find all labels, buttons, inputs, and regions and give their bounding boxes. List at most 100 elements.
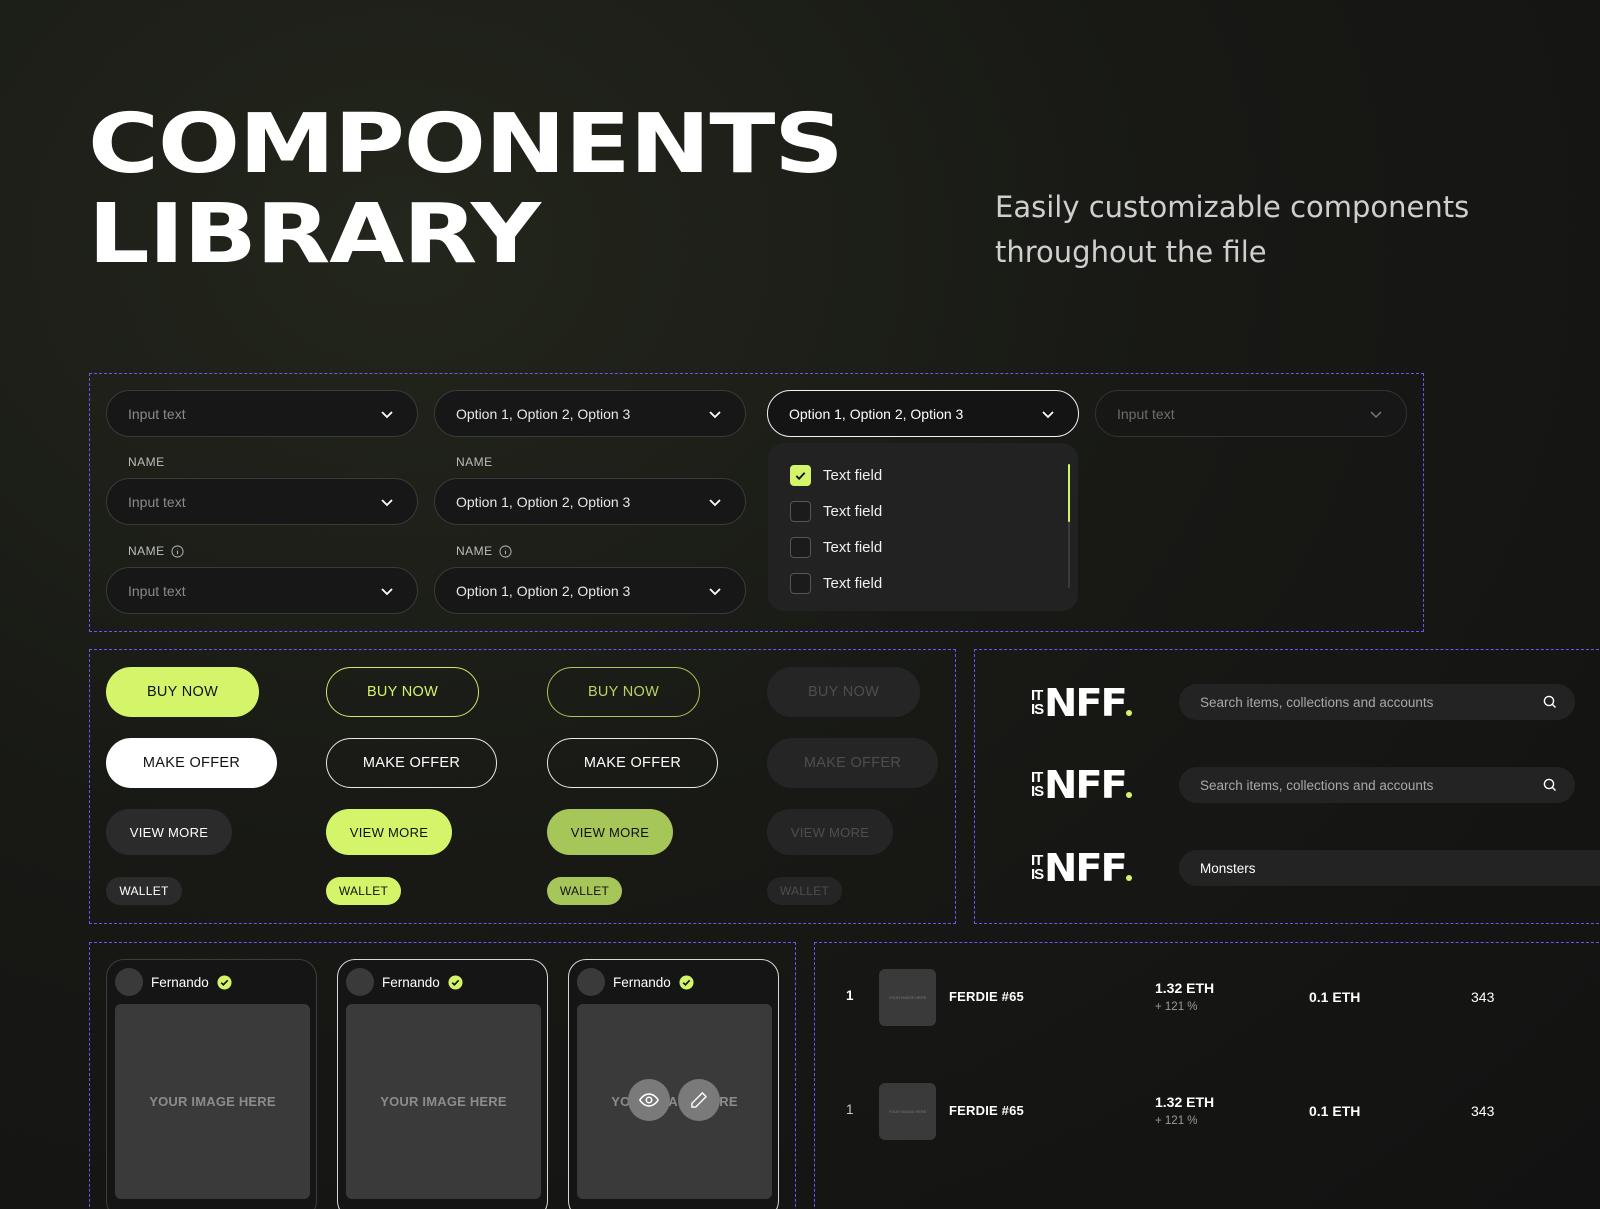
nft-card[interactable]: Fernando YOUR IMAGE HERE bbox=[337, 959, 548, 1209]
field-label-text: NAME bbox=[128, 544, 165, 558]
info-icon[interactable] bbox=[171, 544, 184, 558]
buy-now-button-disabled: BUY NOW bbox=[767, 667, 920, 717]
field-label: NAME bbox=[128, 455, 165, 469]
avatar[interactable] bbox=[577, 968, 605, 996]
checkbox[interactable] bbox=[790, 572, 811, 594]
buy-now-button[interactable]: BUY NOW bbox=[106, 667, 259, 717]
rank: 1 bbox=[846, 1102, 854, 1117]
title-line-2: LIBRARY bbox=[88, 187, 541, 282]
card-image[interactable]: YOUR IMAGE HERE bbox=[115, 1004, 310, 1199]
dropdown-field[interactable]: Option 1, Option 2, Option 3 bbox=[434, 567, 746, 614]
chevron-down-icon bbox=[1370, 411, 1382, 419]
frame-buttons bbox=[89, 649, 956, 924]
table-row[interactable]: 1 YOUR IMAGE HERE FERDIE #65 1.32 ETH + … bbox=[846, 968, 1586, 1028]
dropdown-field[interactable]: Input text bbox=[106, 567, 418, 614]
checkbox[interactable] bbox=[790, 536, 811, 558]
creator-name[interactable]: Fernando bbox=[382, 974, 440, 990]
avatar[interactable] bbox=[346, 968, 374, 996]
menu-option-label: Text field bbox=[823, 466, 883, 484]
buy-now-button[interactable]: BUY NOW bbox=[326, 667, 479, 717]
logo-dot bbox=[1125, 792, 1132, 798]
dropdown-value: Option 1, Option 2, Option 3 bbox=[456, 405, 631, 422]
chevron-down-icon bbox=[381, 588, 393, 596]
wallet-button[interactable]: WALLET bbox=[326, 877, 401, 905]
menu-option[interactable]: Text field bbox=[790, 536, 882, 558]
card-image[interactable]: YOUR IMAGE HERE bbox=[577, 1004, 772, 1199]
search-input[interactable]: Search items, collections and accounts bbox=[1179, 767, 1575, 803]
search-input[interactable]: Search items, collections and accounts bbox=[1179, 684, 1575, 720]
dropdown-field-disabled[interactable]: Input text bbox=[1095, 390, 1407, 437]
dropdown-field[interactable]: Option 1, Option 2, Option 3 bbox=[434, 478, 746, 525]
floor-price: 0.1 ETH bbox=[1309, 1103, 1361, 1119]
price-change: + 121 % bbox=[1155, 1001, 1198, 1013]
view-more-button[interactable]: VIEW MORE bbox=[547, 809, 673, 855]
nft-card-hover[interactable]: Fernando YOUR IMAGE HERE bbox=[568, 959, 779, 1209]
menu-scrollbar-thumb[interactable] bbox=[1068, 464, 1070, 522]
dropdown-field-open[interactable]: Option 1, Option 2, Option 3 bbox=[767, 390, 1079, 437]
search-input-filled[interactable]: Monsters bbox=[1179, 850, 1600, 886]
buy-now-button[interactable]: BUY NOW bbox=[547, 667, 700, 717]
checkbox[interactable] bbox=[790, 500, 811, 522]
chevron-down-icon bbox=[709, 411, 721, 419]
view-button[interactable] bbox=[628, 1079, 670, 1121]
view-more-button[interactable]: VIEW MORE bbox=[106, 809, 232, 855]
menu-scrollbar[interactable] bbox=[1068, 464, 1070, 588]
search-value: Monsters bbox=[1200, 860, 1256, 876]
view-more-button[interactable]: VIEW MORE bbox=[326, 809, 452, 855]
wallet-button[interactable]: WALLET bbox=[106, 877, 182, 905]
menu-option[interactable]: Text field bbox=[790, 572, 882, 594]
edit-button[interactable] bbox=[678, 1079, 720, 1121]
search-placeholder: Search items, collections and accounts bbox=[1200, 694, 1434, 710]
item-thumbnail[interactable]: YOUR IMAGE HERE bbox=[879, 969, 936, 1026]
field-label-text: NAME bbox=[128, 455, 165, 469]
chevron-down-icon bbox=[1042, 411, 1054, 419]
checkbox-checked[interactable] bbox=[790, 464, 811, 486]
item-name[interactable]: FERDIE #65 bbox=[949, 1103, 1024, 1118]
logo-dot bbox=[1125, 875, 1132, 881]
dropdown-value: Option 1, Option 2, Option 3 bbox=[456, 582, 631, 599]
field-label: NAME bbox=[456, 544, 512, 558]
chevron-down-icon bbox=[381, 499, 393, 507]
make-offer-button[interactable]: MAKE OFFER bbox=[547, 738, 718, 788]
chevron-down-icon bbox=[381, 411, 393, 419]
price-change: + 121 % bbox=[1155, 1115, 1198, 1127]
make-offer-button[interactable]: MAKE OFFER bbox=[106, 738, 277, 788]
title-line-1: COMPONENTS bbox=[88, 97, 844, 192]
page-subtitle: Easily customizable components throughou… bbox=[995, 190, 1470, 269]
make-offer-button-disabled: MAKE OFFER bbox=[767, 738, 938, 788]
dropdown-field[interactable]: Input text bbox=[106, 390, 418, 437]
table-row[interactable]: 1 YOUR IMAGE HERE FERDIE #65 1.32 ETH + … bbox=[846, 1082, 1586, 1142]
logo-wordmark: NFF bbox=[1044, 681, 1128, 725]
item-price: 1.32 ETH bbox=[1155, 1094, 1215, 1110]
logo-small-top: IT bbox=[1031, 852, 1043, 869]
dropdown-field[interactable]: Input text bbox=[106, 478, 418, 525]
make-offer-button[interactable]: MAKE OFFER bbox=[326, 738, 497, 788]
rank: 1 bbox=[846, 988, 854, 1003]
search-icon[interactable] bbox=[1543, 695, 1557, 709]
logo-small-top: IT bbox=[1031, 769, 1043, 786]
frame-headers bbox=[974, 649, 1600, 924]
creator-name[interactable]: Fernando bbox=[613, 974, 671, 990]
menu-option[interactable]: Text field bbox=[790, 500, 882, 522]
dropdown-field[interactable]: Option 1, Option 2, Option 3 bbox=[434, 390, 746, 437]
item-thumbnail[interactable]: YOUR IMAGE HERE bbox=[879, 1083, 936, 1140]
nft-card[interactable]: Fernando YOUR IMAGE HERE bbox=[106, 959, 317, 1209]
dropdown-placeholder: Input text bbox=[128, 493, 186, 510]
frame-table bbox=[814, 942, 1600, 1209]
wallet-button[interactable]: WALLET bbox=[547, 877, 622, 905]
logo-small-top: IT bbox=[1031, 687, 1043, 704]
menu-option[interactable]: Text field bbox=[790, 464, 882, 486]
avatar[interactable] bbox=[115, 968, 143, 996]
card-image[interactable]: YOUR IMAGE HERE bbox=[346, 1004, 541, 1199]
logo-wordmark: NFF bbox=[1044, 846, 1128, 890]
info-icon[interactable] bbox=[499, 544, 512, 558]
creator-name[interactable]: Fernando bbox=[151, 974, 209, 990]
search-icon[interactable] bbox=[1543, 778, 1557, 792]
view-more-button-disabled: VIEW MORE bbox=[767, 809, 893, 855]
dropdown-placeholder: Input text bbox=[1117, 405, 1175, 422]
item-name[interactable]: FERDIE #65 bbox=[949, 989, 1024, 1004]
